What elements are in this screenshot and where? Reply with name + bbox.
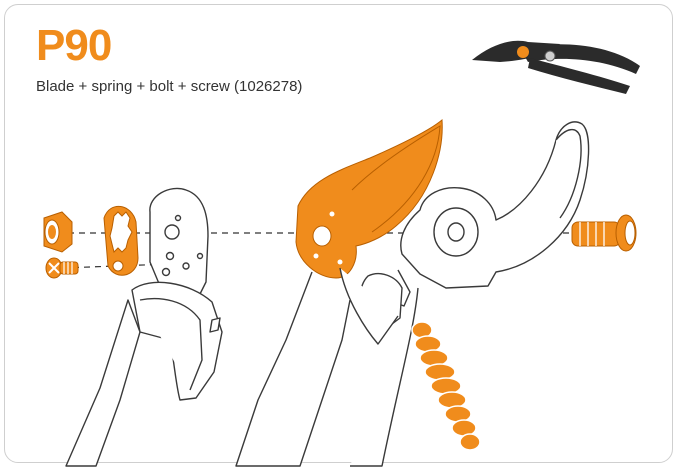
cutting-blade xyxy=(295,118,443,279)
lock-washer xyxy=(103,206,139,276)
hex-nut xyxy=(43,211,73,253)
blade-handle xyxy=(235,121,590,467)
anvil-handle xyxy=(65,187,223,467)
small-screw xyxy=(45,257,79,279)
parts-description: Blade + spring + bolt + screw (1026278) xyxy=(36,78,303,95)
product-title: P90 xyxy=(36,21,112,70)
product-thumbnail xyxy=(472,40,640,94)
coil-spring xyxy=(411,321,481,451)
pivot-bolt xyxy=(571,214,637,252)
